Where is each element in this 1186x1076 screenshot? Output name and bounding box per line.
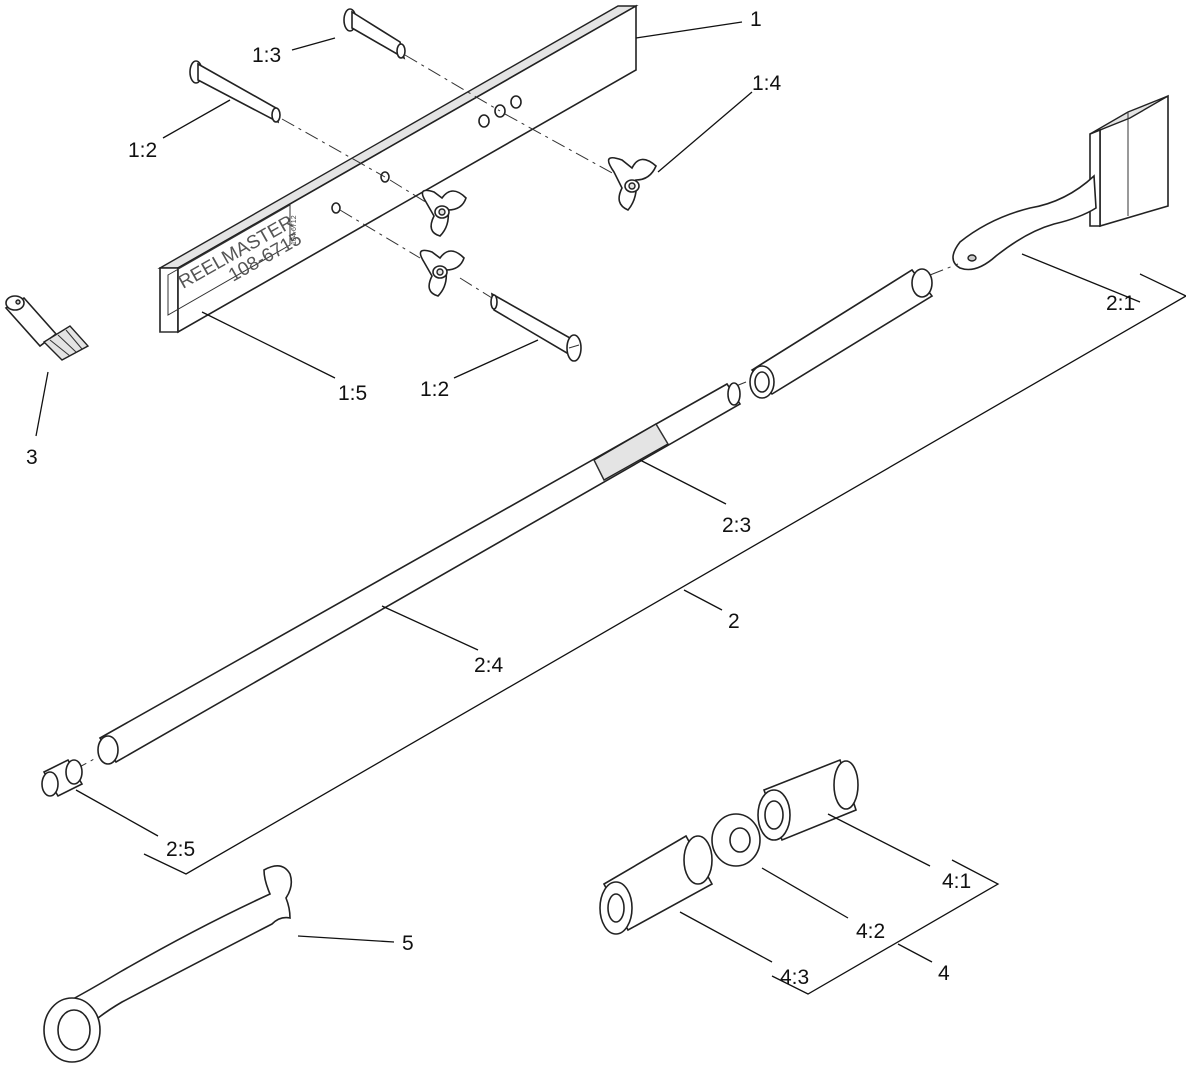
plate-small-mark: 104-6712 <box>291 215 298 245</box>
callout-2-1: 2:1 <box>1106 292 1135 315</box>
callout-labels: 1 1:3 1:2 1:4 1:5 1:2 3 2:1 2:3 2 2:4 2:… <box>26 8 1135 989</box>
callout-5: 5 <box>402 932 414 955</box>
callout-4-3: 4:3 <box>780 966 809 989</box>
end-cap <box>41 758 84 798</box>
pin-1-2-lower <box>490 292 582 362</box>
wing-nut-right <box>607 156 657 211</box>
splined-adapter <box>4 295 90 361</box>
spacer-long <box>599 834 714 935</box>
callout-4-1: 4:1 <box>942 870 971 893</box>
washer <box>711 813 761 867</box>
callout-2-3: 2:3 <box>722 514 751 537</box>
pin-1-3 <box>343 8 406 60</box>
spacer-short <box>757 758 859 842</box>
upper-tube <box>749 268 934 399</box>
callout-2-5: 2:5 <box>166 838 195 861</box>
callout-3: 3 <box>26 446 38 469</box>
callout-4: 4 <box>938 962 950 985</box>
wing-nut-lower <box>419 249 465 297</box>
leader-lines <box>35 21 1186 995</box>
callout-1-4: 1:4 <box>752 72 782 95</box>
gauge-bar <box>157 4 639 334</box>
callout-1: 1 <box>750 8 762 31</box>
pin-1-2-upper <box>189 60 281 124</box>
brush <box>952 94 1169 271</box>
wrench <box>43 865 293 1063</box>
callout-1-5: 1:5 <box>338 382 367 405</box>
wing-nut-middle <box>421 189 467 237</box>
callout-4-2: 4:2 <box>856 920 885 943</box>
callout-2: 2 <box>728 610 740 633</box>
callout-1-2-upper: 1:2 <box>128 139 157 162</box>
main-tube <box>97 382 742 765</box>
callout-1-2-lower: 1:2 <box>420 378 449 401</box>
callout-2-4: 2:4 <box>474 654 504 677</box>
callout-1-3: 1:3 <box>252 44 281 67</box>
